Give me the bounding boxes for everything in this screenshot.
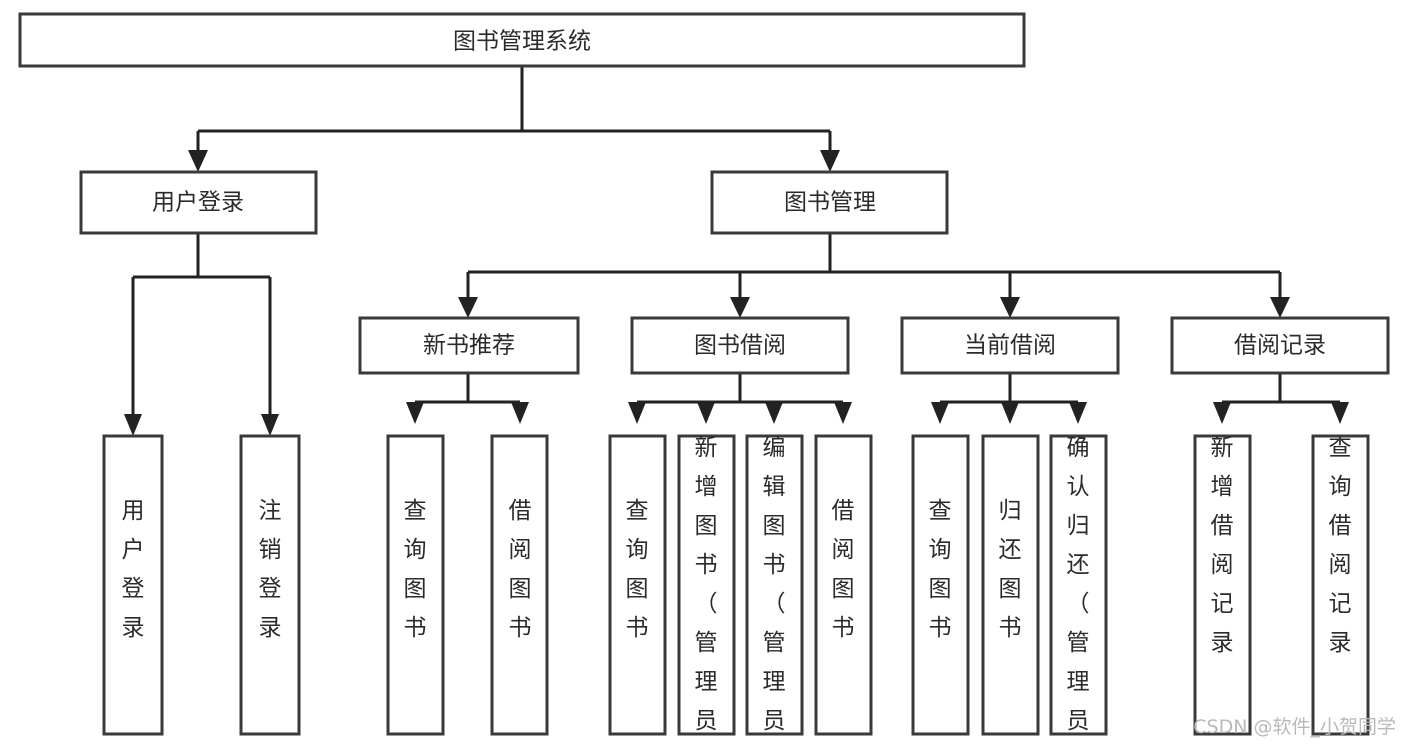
leaf-user-logout-box[interactable]: [239, 434, 301, 736]
arrow-head-icon: [261, 414, 279, 436]
arrow-head-icon: [628, 402, 646, 424]
leaf-query-record-label: 查询借阅记录: [1329, 435, 1352, 656]
leaf-query-book-1-label: 查询图书: [404, 498, 427, 641]
node-book-manage-box[interactable]: [710, 170, 949, 235]
arrow-heads: [124, 150, 1349, 436]
arrow-head-icon: [765, 402, 783, 424]
leaf-add-record-label: 新增借阅记录: [1211, 435, 1234, 656]
leaf-add-book[interactable]: 新增图书（管理员）: [677, 434, 736, 747]
node-user-login-label: 用户登录: [152, 190, 244, 216]
leaf-add-record[interactable]: 新增借阅记录: [1193, 434, 1252, 736]
leaf-edit-book-box[interactable]: [745, 434, 804, 736]
node-root[interactable]: 图书管理系统: [18, 12, 1026, 68]
arrow-head-icon: [834, 402, 852, 424]
csdn-watermark: CSDN @软件_小贺同学: [1193, 716, 1396, 738]
leaf-query-book-1[interactable]: 查询图书: [386, 434, 445, 736]
arrow-head-icon: [1213, 402, 1231, 424]
node-root-box[interactable]: [18, 12, 1026, 68]
arrow-head-icon: [1331, 402, 1349, 424]
arrow-head-icon: [406, 402, 424, 424]
arrow-head-icon: [511, 402, 529, 424]
leaf-return-book-label: 归还图书: [999, 498, 1022, 641]
arrow-head-icon: [1000, 297, 1020, 318]
arrow-head-icon: [697, 402, 715, 424]
leaf-user-login[interactable]: 用户登录: [102, 434, 164, 736]
leaf-user-login-label: 用户登录: [122, 498, 145, 641]
node-book-manage-label: 图书管理: [784, 190, 876, 216]
arrow-head-icon: [1270, 297, 1290, 318]
leaf-return-book-box[interactable]: [981, 434, 1040, 736]
node-book-manage[interactable]: 图书管理: [710, 170, 949, 235]
node-current-borrow[interactable]: 当前借阅: [900, 316, 1120, 375]
leaf-query-book-3[interactable]: 查询图书: [911, 434, 970, 736]
leaf-add-book-box[interactable]: [677, 434, 736, 736]
arrow-head-icon: [1069, 402, 1087, 424]
leaf-borrow-book-2-label: 借阅图书: [832, 498, 855, 641]
leaf-user-login-box[interactable]: [102, 434, 164, 736]
node-current-borrow-box[interactable]: [900, 316, 1120, 375]
node-new-book-recommend[interactable]: 新书推荐: [358, 316, 580, 375]
leaf-borrow-book-2-box[interactable]: [814, 434, 873, 736]
node-new-book-recommend-label: 新书推荐: [423, 333, 515, 359]
leaf-confirm-return-label: 确认归还（管理员）: [1067, 435, 1090, 747]
arrow-head-icon: [931, 402, 949, 424]
leaf-borrow-book-2[interactable]: 借阅图书: [814, 434, 873, 736]
leaf-query-book-2-label: 查询图书: [626, 498, 649, 641]
leaf-borrow-book-1[interactable]: 借阅图书: [490, 434, 549, 736]
arrow-head-icon: [730, 297, 750, 318]
leaf-query-record[interactable]: 查询借阅记录: [1311, 434, 1370, 736]
node-current-borrow-label: 当前借阅: [964, 333, 1056, 359]
arrow-head-icon: [458, 297, 478, 318]
leaf-edit-book[interactable]: 编辑图书（管理员）: [745, 434, 804, 747]
leaf-confirm-return[interactable]: 确认归还（管理员）: [1049, 434, 1108, 747]
node-user-login[interactable]: 用户登录: [79, 170, 318, 235]
arrow-head-icon: [124, 414, 142, 436]
arrow-head-icon: [820, 150, 840, 172]
leaf-query-book-2[interactable]: 查询图书: [608, 434, 667, 736]
node-new-book-recommend-box[interactable]: [358, 316, 580, 375]
node-root-label: 图书管理系统: [453, 29, 591, 55]
leaf-query-book-3-box[interactable]: [911, 434, 970, 736]
leaf-query-book-3-label: 查询图书: [929, 498, 952, 641]
leaf-query-record-box[interactable]: [1311, 434, 1370, 736]
leaf-borrow-book-1-label: 借阅图书: [509, 498, 532, 641]
node-borrow-record[interactable]: 借阅记录: [1170, 316, 1390, 375]
arrow-head-icon: [1001, 402, 1019, 424]
leaf-query-book-1-box[interactable]: [386, 434, 445, 736]
leaf-user-logout-label: 注销登录: [259, 498, 282, 641]
node-book-borrow-box[interactable]: [630, 316, 850, 375]
node-borrow-record-box[interactable]: [1170, 316, 1390, 375]
leaf-query-book-2-box[interactable]: [608, 434, 667, 736]
leaf-add-book-label: 新增图书（管理员）: [695, 435, 718, 747]
node-book-borrow-label: 图书借阅: [694, 333, 786, 359]
leaf-edit-book-label: 编辑图书（管理员）: [763, 435, 786, 747]
leaf-confirm-return-box[interactable]: [1049, 434, 1108, 736]
node-user-login-box[interactable]: [79, 170, 318, 235]
node-borrow-record-label: 借阅记录: [1234, 333, 1326, 359]
leaf-borrow-book-1-box[interactable]: [490, 434, 549, 736]
leaf-user-logout[interactable]: 注销登录: [239, 434, 301, 736]
leaf-add-record-box[interactable]: [1193, 434, 1252, 736]
node-book-borrow[interactable]: 图书借阅: [630, 316, 850, 375]
arrow-head-icon: [188, 150, 208, 172]
leaf-return-book[interactable]: 归还图书: [981, 434, 1040, 736]
